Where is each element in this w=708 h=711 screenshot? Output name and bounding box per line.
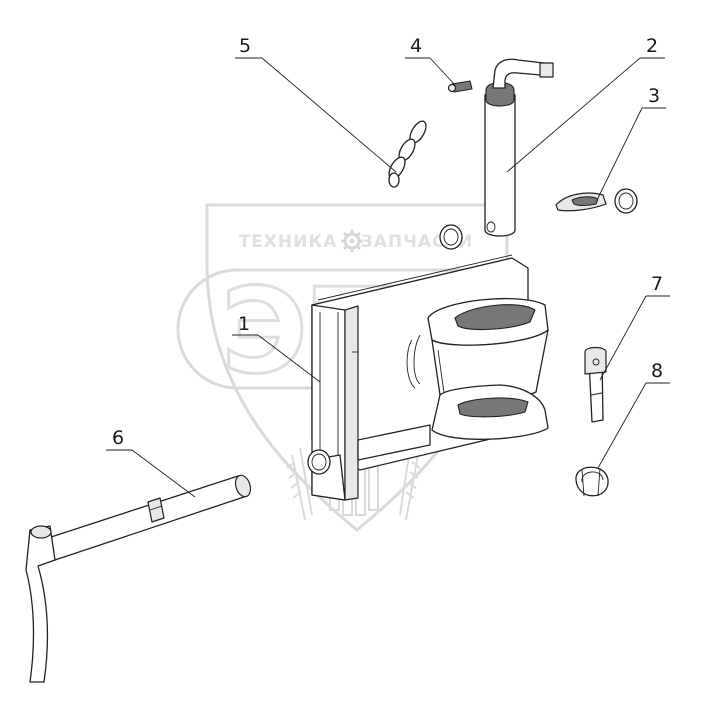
callout-1: 1 [238, 313, 250, 335]
watermark-wheat-left [286, 447, 313, 521]
part-3-pin-and-ring [555, 188, 638, 214]
callout-5: 5 [239, 35, 251, 57]
callout-7: 7 [651, 273, 663, 295]
part-2-handle-pin [484, 58, 554, 237]
part-8-spring-clip [575, 466, 609, 497]
callout-labels: 1 2 3 4 5 6 7 8 [112, 35, 663, 449]
part-5-chain [388, 120, 427, 188]
loose-ring [439, 224, 463, 250]
callout-2: 2 [646, 35, 658, 57]
callout-6: 6 [112, 427, 124, 449]
part-6-crank-handle [25, 474, 252, 683]
leader-lines [106, 57, 670, 498]
callout-8: 8 [651, 360, 663, 382]
watermark-wheat-right [399, 447, 421, 521]
callout-4: 4 [410, 35, 422, 57]
part-7-lock-pin [584, 346, 607, 423]
part-1-housing [307, 254, 549, 501]
callout-3: 3 [648, 85, 660, 107]
part-4-small-pin [447, 80, 473, 93]
watermark-text-left: ТЕХНИКА [239, 232, 338, 252]
gear-icon [341, 230, 363, 252]
